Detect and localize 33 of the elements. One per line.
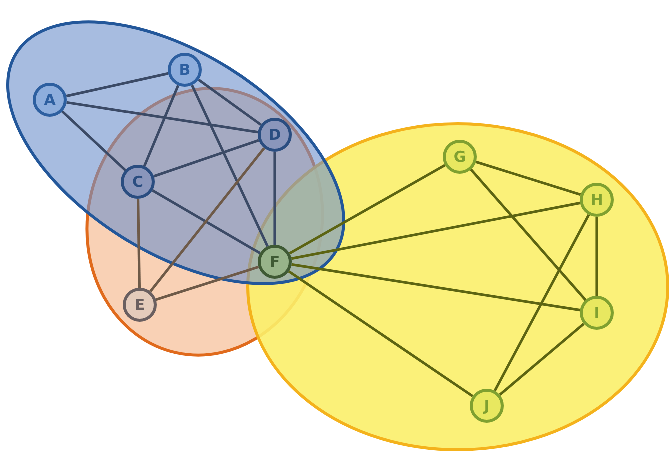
vertex-label: F [270, 253, 280, 271]
edge-line [289, 164, 446, 255]
edge-line [198, 78, 262, 126]
vertex-label: C [132, 173, 144, 191]
edge-line [143, 85, 180, 167]
edge-line [494, 214, 590, 392]
vertex-label: A [44, 91, 56, 109]
vertex-label: H [590, 191, 604, 209]
edge-line [274, 152, 276, 245]
vertex-label: E [134, 296, 146, 314]
edge-line [470, 168, 587, 302]
vertex-circle [33, 83, 67, 117]
vertex-label: D [268, 126, 282, 144]
edge-line [292, 263, 580, 312]
edge-line [66, 72, 169, 98]
edge-line [596, 217, 598, 296]
edge-line [152, 189, 261, 255]
edge-line [291, 202, 581, 260]
vertex-label: G [454, 148, 466, 166]
vertex-label: B [179, 61, 191, 79]
edge-line [150, 148, 266, 292]
edge-line [136, 198, 142, 288]
vertex-label: I [594, 304, 600, 322]
edge-line [66, 101, 258, 134]
vertex-circle [168, 53, 202, 87]
edge-line [156, 266, 260, 302]
edge-line [191, 84, 269, 248]
edge-line [62, 110, 126, 172]
vertex-label: J [484, 397, 490, 415]
edge-line [154, 139, 260, 178]
edge-line [288, 270, 474, 398]
edge-line [499, 322, 585, 396]
edge-line [476, 160, 582, 196]
